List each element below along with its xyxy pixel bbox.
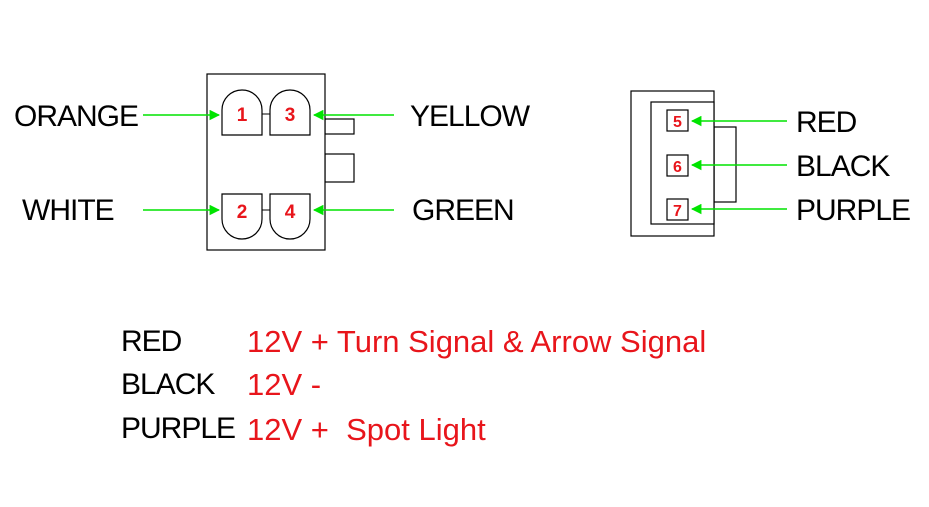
legend-wire-red: RED: [121, 325, 182, 358]
connector-tab-top: [324, 118, 355, 135]
pin-number-3: 3: [285, 105, 296, 126]
right-connector: 5 6 7: [630, 90, 737, 237]
connector-tab-middle: [324, 153, 355, 183]
wire-label-purple: PURPLE: [796, 194, 910, 227]
pin-number-6: 6: [673, 159, 682, 176]
pin-cavity-7: [666, 198, 689, 221]
wire-label-orange: ORANGE: [14, 100, 138, 133]
wire-label-green: GREEN: [412, 194, 514, 227]
legend-wire-purple: PURPLE: [121, 412, 235, 445]
pin-number-1: 1: [237, 105, 248, 126]
pin-cavity-2: [221, 193, 263, 240]
pin-cavity-3: [269, 89, 311, 136]
legend-desc-purple: 12V + Spot Light: [247, 412, 486, 447]
pin-cavity-5: [666, 109, 689, 132]
legend-wire-black: BLACK: [121, 368, 215, 401]
pin-number-2: 2: [237, 202, 248, 223]
left-connector: 1 3 2 4: [206, 73, 355, 251]
legend-desc-red: 12V + Turn Signal & Arrow Signal: [247, 324, 706, 359]
pin-cavity-1: [221, 89, 263, 136]
wire-label-black: BLACK: [796, 150, 890, 183]
pin-cavity-4: [269, 193, 311, 240]
pin-number-7: 7: [673, 203, 682, 220]
pin-number-4: 4: [285, 202, 296, 223]
wire-label-red: RED: [796, 106, 857, 139]
pin-cavity-6: [666, 154, 689, 177]
legend-desc-black: 12V -: [247, 367, 321, 402]
wire-label-white: WHITE: [22, 194, 114, 227]
legend: RED 12V + Turn Signal & Arrow Signal BLA…: [121, 324, 706, 447]
wire-label-yellow: YELLOW: [410, 100, 531, 133]
pin-number-5: 5: [673, 114, 682, 131]
